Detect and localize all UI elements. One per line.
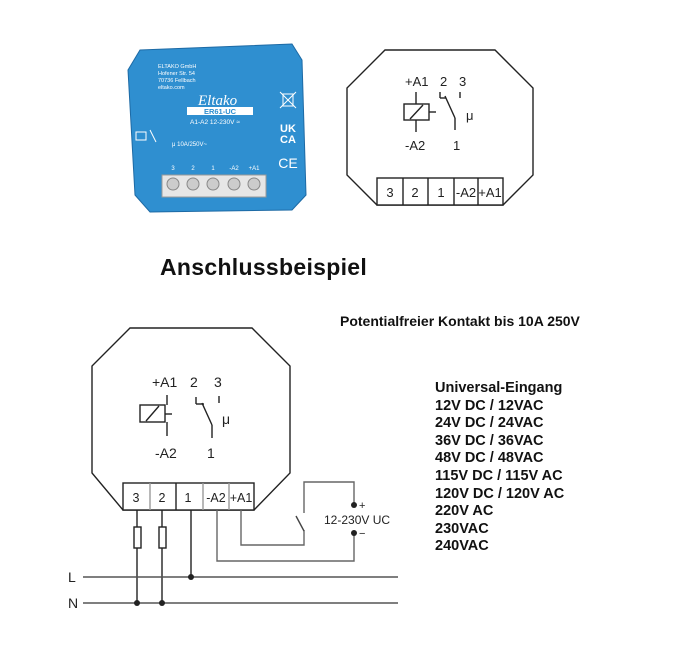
spec-item: 24V DC / 24VAC — [435, 415, 544, 432]
product-terminal-label: 2 — [191, 166, 195, 172]
spec-item: 36V DC / 36VAC — [435, 432, 544, 449]
wiring-labels: +A1 2 3 μ -A2 1 3 2 1 -A2 +A1 12-230V UC… — [68, 374, 390, 611]
product-terminal-label: -A2 — [229, 166, 239, 172]
product-terminal-label: +A1 — [249, 166, 261, 172]
maker-name: ELTAKO GmbH — [158, 64, 196, 70]
terminal-label: +A1 — [230, 491, 253, 505]
top-schematic — [346, 49, 534, 206]
label-a1: +A1 — [152, 374, 178, 390]
terminal-label: 1 — [437, 185, 444, 200]
maker-city: 70736 Fellbach — [158, 78, 196, 84]
ukca-mark-2: CA — [280, 134, 296, 146]
junction-dots — [134, 502, 357, 606]
label-2: 2 — [190, 374, 198, 390]
terminal-label: 3 — [386, 185, 393, 200]
relay-symbol-icon — [135, 129, 157, 143]
label-mu: μ — [222, 411, 230, 427]
supply-label: 12-230V UC — [324, 513, 390, 527]
top-schematic-labels: +A1 2 3 μ -A2 1 3 2 1 -A2 +A1 — [386, 74, 501, 200]
maker-street: Hofener Str. 54 — [158, 71, 195, 77]
maker-web: eltako.com — [158, 85, 185, 91]
spec-item: 230VAC — [435, 520, 489, 537]
model-plate — [187, 107, 253, 115]
brand-logo: Eltako — [197, 93, 238, 109]
rating-label: μ 10A/250V~ — [172, 142, 207, 148]
ukca-mark: UK — [280, 123, 296, 135]
model-label: ER61-UC — [204, 107, 237, 116]
ce-mark: CE — [278, 155, 297, 171]
spec-item: 220V AC — [435, 503, 494, 520]
plus-label: + — [359, 500, 365, 512]
label-a1: +A1 — [405, 74, 429, 89]
label-2: 2 — [440, 74, 447, 89]
line-l-label: L — [68, 569, 76, 585]
wiring-schematic — [83, 327, 398, 604]
terminal-label: +A1 — [478, 185, 502, 200]
terminal-label: 2 — [411, 185, 418, 200]
label-3: 3 — [459, 74, 466, 89]
label-a2: -A2 — [155, 445, 177, 461]
minus-label: − — [359, 528, 365, 540]
spec-item: 240VAC — [435, 538, 489, 555]
weee-bin-icon — [279, 91, 297, 109]
line-n-label: N — [68, 595, 78, 611]
page-title: Anschlussbeispiel — [160, 254, 368, 280]
product-terminal-label: 3 — [171, 166, 175, 172]
label-1: 1 — [207, 445, 215, 461]
terminal-label: -A2 — [206, 491, 226, 505]
product-terminals — [166, 177, 261, 191]
spec-item: 48V DC / 48VAC — [435, 450, 544, 467]
label-3: 3 — [214, 374, 222, 390]
voltage-label: A1-A2 12-230V ≈ — [190, 119, 240, 126]
terminal-label: -A2 — [456, 185, 476, 200]
contact-description: Potentialfreier Kontakt bis 10A 250V — [340, 313, 580, 329]
label-1: 1 — [453, 138, 460, 153]
spec-list: Universal-Eingang 12V DC / 12VAC 24V DC … — [435, 380, 564, 556]
terminal-label: 1 — [185, 491, 192, 505]
terminal-label: 3 — [133, 491, 140, 505]
terminal-label: 2 — [159, 491, 166, 505]
label-mu: μ — [466, 108, 474, 123]
product-terminal-label: 1 — [211, 166, 215, 172]
spec-item: 120V DC / 120V AC — [435, 485, 565, 502]
spec-item: 115V DC / 115V AC — [435, 467, 563, 484]
spec-heading: Universal-Eingang — [435, 380, 563, 396]
product-image: ELTAKO GmbH Hofener Str. 54 70736 Fellba… — [127, 43, 307, 213]
spec-item: 12V DC / 12VAC — [435, 397, 544, 414]
label-a2: -A2 — [405, 138, 425, 153]
